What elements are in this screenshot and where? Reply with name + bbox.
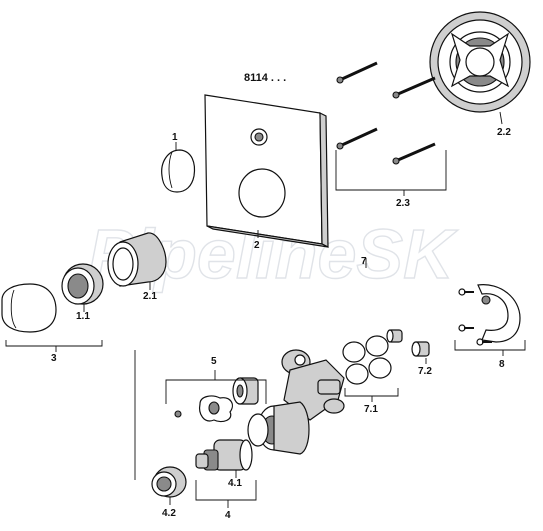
callout-4: 4 bbox=[225, 510, 231, 521]
valve-insert-7-2 bbox=[411, 341, 430, 357]
cover-cap bbox=[1, 283, 57, 333]
o-ring bbox=[368, 357, 392, 379]
handle-knob bbox=[161, 149, 196, 193]
o-ring bbox=[345, 363, 369, 385]
callout-3: 3 bbox=[51, 353, 57, 364]
valve-body bbox=[247, 349, 345, 455]
callout-7: 7 bbox=[361, 256, 367, 267]
screw bbox=[336, 127, 378, 150]
callout-2-2: 2.2 bbox=[497, 127, 511, 138]
mounting-ring bbox=[429, 11, 531, 113]
retaining-bracket bbox=[458, 284, 521, 346]
screw bbox=[336, 61, 378, 84]
callout-4-1: 4.1 bbox=[228, 478, 242, 489]
lock-nut bbox=[151, 466, 187, 498]
screw bbox=[392, 76, 436, 99]
callout-7-1: 7.1 bbox=[364, 404, 378, 415]
cartridge-set bbox=[174, 377, 259, 423]
sleeve bbox=[107, 232, 167, 287]
screws bbox=[336, 61, 436, 165]
thermostatic-cartridge bbox=[195, 439, 253, 471]
callout-2-1: 2.1 bbox=[143, 291, 157, 302]
callout-5: 5 bbox=[211, 356, 217, 367]
o-ring bbox=[342, 341, 366, 363]
small-fitting bbox=[386, 329, 403, 343]
adapter-ring bbox=[61, 263, 104, 305]
screw bbox=[392, 142, 436, 165]
o-rings bbox=[342, 335, 392, 385]
callout-8: 8 bbox=[499, 359, 505, 370]
callout-7-2: 7.2 bbox=[418, 366, 432, 377]
callout-1: 1 bbox=[172, 132, 178, 143]
callout-2-3: 2.3 bbox=[396, 198, 410, 209]
o-ring bbox=[365, 335, 389, 357]
callout-1-1: 1.1 bbox=[76, 311, 90, 322]
callout-2: 2 bbox=[254, 240, 260, 251]
model-label: 8114 . . . bbox=[244, 72, 286, 84]
cover-plate bbox=[204, 94, 329, 248]
callout-4-2: 4.2 bbox=[162, 508, 176, 519]
